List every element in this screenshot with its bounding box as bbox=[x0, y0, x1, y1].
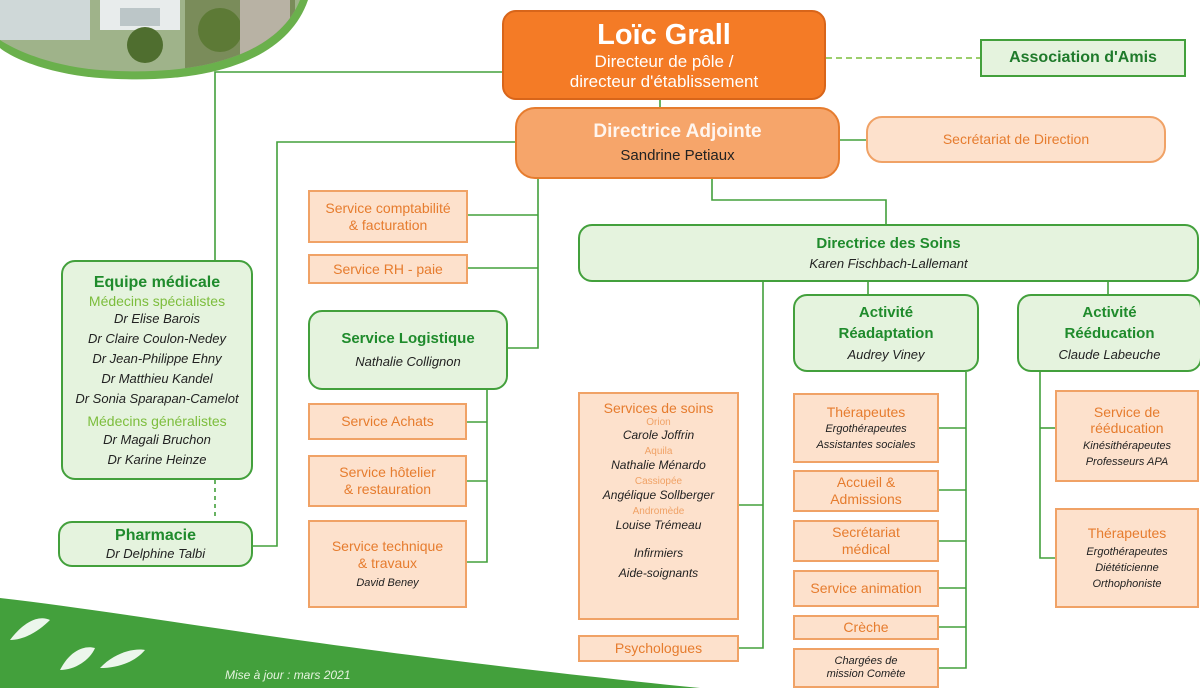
pharmacie-box: Pharmacie Dr Delphine Talbi bbox=[58, 521, 253, 567]
animation-label: Service animation bbox=[810, 580, 922, 597]
creche-box: Crèche bbox=[793, 615, 939, 640]
reeducation-line2: Rééducation bbox=[1064, 324, 1155, 342]
hotelier-line2: & restauration bbox=[343, 481, 432, 497]
technique-name: David Beney bbox=[356, 577, 419, 590]
compta-line2: & facturation bbox=[348, 216, 428, 233]
unit-manager: Nathalie Ménardo bbox=[611, 458, 706, 473]
specialist-item: Dr Sonia Sparapan-Camelot bbox=[75, 391, 239, 407]
psychologues-label: Psychologues bbox=[614, 640, 703, 657]
animation-box: Service animation bbox=[793, 570, 939, 607]
therapeutes-readapt-title: Thérapeutes bbox=[826, 403, 906, 420]
achats-label: Service Achats bbox=[341, 413, 434, 430]
soins-director-box: Directrice des Soins Karen Fischbach-Lal… bbox=[578, 224, 1199, 282]
adjointe-box: Directrice Adjointe Sandrine Petiaux bbox=[515, 107, 840, 179]
adjointe-title: Directrice Adjointe bbox=[593, 120, 762, 142]
generalists-label: Médecins généralistes bbox=[87, 413, 227, 430]
reeducation-name: Claude Labeuche bbox=[1058, 346, 1161, 362]
therapeutes-reeduc-line1: Ergothérapeutes bbox=[1086, 545, 1168, 558]
therapeutes-readapt-line2: Assistantes sociales bbox=[816, 439, 916, 452]
equipe-title: Equipe médicale bbox=[93, 274, 221, 292]
accueil-box: Accueil & Admissions bbox=[793, 470, 939, 512]
unit-manager: Carole Joffrin bbox=[622, 428, 695, 443]
comete-line2: mission Comète bbox=[826, 668, 906, 680]
secretariat-direction-box: Secrétariat de Direction bbox=[866, 116, 1166, 163]
generalist-item: Dr Magali Bruchon bbox=[103, 431, 211, 447]
logistique-title: Service Logistique bbox=[341, 330, 475, 348]
therapeutes-reeduc-title: Thérapeutes bbox=[1087, 525, 1167, 542]
secretariat-direction-label: Secrétariat de Direction bbox=[942, 131, 1090, 148]
director-box: Loïc Grall Directeur de pôle / directeur… bbox=[502, 10, 826, 100]
unit-label: Orion bbox=[646, 416, 671, 428]
staff-infirmiers: Infirmiers bbox=[633, 546, 684, 561]
specialist-item: Dr Jean-Philippe Ehny bbox=[92, 351, 222, 367]
reeducation-box: Activité Rééducation Claude Labeuche bbox=[1017, 294, 1200, 372]
director-title-line1: Directeur de pôle / bbox=[594, 52, 734, 72]
comete-box: Chargées de mission Comète bbox=[793, 648, 939, 688]
readaptation-name: Audrey Viney bbox=[847, 346, 925, 362]
soins-director-title: Directrice des Soins bbox=[816, 234, 961, 252]
specialist-item: Dr Elise Barois bbox=[114, 311, 200, 327]
service-reeducation-line1: Service de bbox=[1093, 403, 1161, 420]
achats-box: Service Achats bbox=[308, 403, 467, 440]
director-title-line2: directeur d'établissement bbox=[569, 72, 759, 92]
pharmacie-title: Pharmacie bbox=[115, 526, 196, 544]
service-reeducation-staff2: Professeurs APA bbox=[1085, 455, 1169, 468]
hotelier-box: Service hôtelier & restauration bbox=[308, 455, 467, 507]
logistique-box: Service Logistique Nathalie Collignon bbox=[308, 310, 508, 390]
pharmacie-name: Dr Delphine Talbi bbox=[105, 545, 206, 561]
creche-label: Crèche bbox=[843, 619, 889, 636]
unit-manager: Louise Trémeau bbox=[615, 518, 702, 533]
secretariat-medical-box: Secrétariat médical bbox=[793, 520, 939, 562]
footer-banner bbox=[0, 598, 700, 688]
specialists-label: Médecins spécialistes bbox=[88, 292, 226, 309]
footer-update-date: Mise à jour : mars 2021 bbox=[225, 668, 351, 682]
adjointe-name: Sandrine Petiaux bbox=[620, 147, 735, 165]
unit-label: Andromède bbox=[632, 506, 685, 518]
reeducation-line1: Activité bbox=[1082, 304, 1137, 322]
generalist-item: Dr Karine Heinze bbox=[107, 451, 207, 467]
rh-label: Service RH - paie bbox=[333, 260, 443, 277]
technique-line2: & travaux bbox=[357, 554, 418, 571]
therapeutes-reeduc-line3: Orthophoniste bbox=[1092, 577, 1162, 590]
accueil-line2: Admissions bbox=[830, 491, 902, 507]
comete-line1: Chargées de bbox=[834, 655, 898, 668]
unit-label: Cassiopée bbox=[634, 476, 683, 488]
specialist-item: Dr Matthieu Kandel bbox=[101, 371, 213, 387]
rh-box: Service RH - paie bbox=[308, 254, 468, 284]
services-soins-box: Services de soins Orion Carole Joffrin A… bbox=[578, 392, 739, 620]
readaptation-line2: Réadaptation bbox=[838, 324, 934, 342]
director-name: Loïc Grall bbox=[597, 18, 731, 51]
psychologues-box: Psychologues bbox=[578, 635, 739, 662]
therapeutes-reeduc-line2: Diététicienne bbox=[1095, 561, 1159, 574]
service-reeducation-line2: rééducation bbox=[1090, 420, 1164, 437]
technique-line1: Service technique bbox=[331, 538, 444, 554]
therapeutes-readapt-line1: Ergothérapeutes bbox=[825, 423, 907, 436]
specialist-item: Dr Claire Coulon-Nedey bbox=[88, 331, 226, 347]
readaptation-box: Activité Réadaptation Audrey Viney bbox=[793, 294, 979, 372]
compta-box: Service comptabilité & facturation bbox=[308, 190, 468, 243]
association-box: Association d'Amis bbox=[980, 39, 1186, 77]
therapeutes-reeduc-box: Thérapeutes Ergothérapeutes Diététicienn… bbox=[1055, 508, 1199, 608]
unit-label: Aquila bbox=[644, 446, 673, 458]
readaptation-line1: Activité bbox=[858, 304, 914, 322]
unit-manager: Angélique Sollberger bbox=[602, 488, 715, 503]
soins-director-name: Karen Fischbach-Lallemant bbox=[809, 255, 968, 271]
therapeutes-readapt-box: Thérapeutes Ergothérapeutes Assistantes … bbox=[793, 393, 939, 463]
service-reeducation-staff1: Kinésithérapeutes bbox=[1082, 439, 1172, 452]
secretariat-medical-line1: Secrétariat bbox=[832, 524, 900, 541]
equipe-medicale-box: Equipe médicale Médecins spécialistes Dr… bbox=[61, 260, 253, 480]
logistique-name: Nathalie Collignon bbox=[355, 354, 461, 370]
services-soins-title: Services de soins bbox=[603, 400, 714, 416]
compta-line1: Service comptabilité bbox=[325, 199, 451, 216]
accueil-line1: Accueil & bbox=[836, 474, 896, 491]
connector-lines bbox=[214, 57, 1109, 669]
service-reeducation-box: Service de rééducation Kinésithérapeutes… bbox=[1055, 390, 1199, 482]
staff-aide-soignants: Aide-soignants bbox=[618, 566, 699, 581]
technique-box: Service technique & travaux David Beney bbox=[308, 520, 467, 608]
hotelier-line1: Service hôtelier bbox=[339, 464, 436, 481]
association-label: Association d'Amis bbox=[1009, 48, 1157, 66]
secretariat-medical-line2: médical bbox=[841, 541, 891, 557]
